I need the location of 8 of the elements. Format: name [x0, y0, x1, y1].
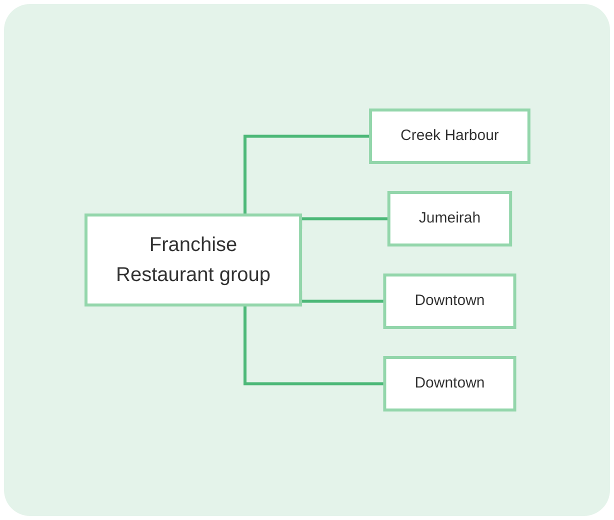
panel-background: Franchise Restaurant group Creek Harbour Jumeirah Downtown Downtown	[4, 4, 610, 516]
node-box	[368, 108, 530, 164]
connector	[243, 134, 370, 215]
node-box	[382, 274, 516, 329]
node-box	[386, 191, 512, 246]
node-box	[382, 356, 516, 412]
node-box	[84, 214, 302, 306]
connector	[243, 305, 384, 386]
